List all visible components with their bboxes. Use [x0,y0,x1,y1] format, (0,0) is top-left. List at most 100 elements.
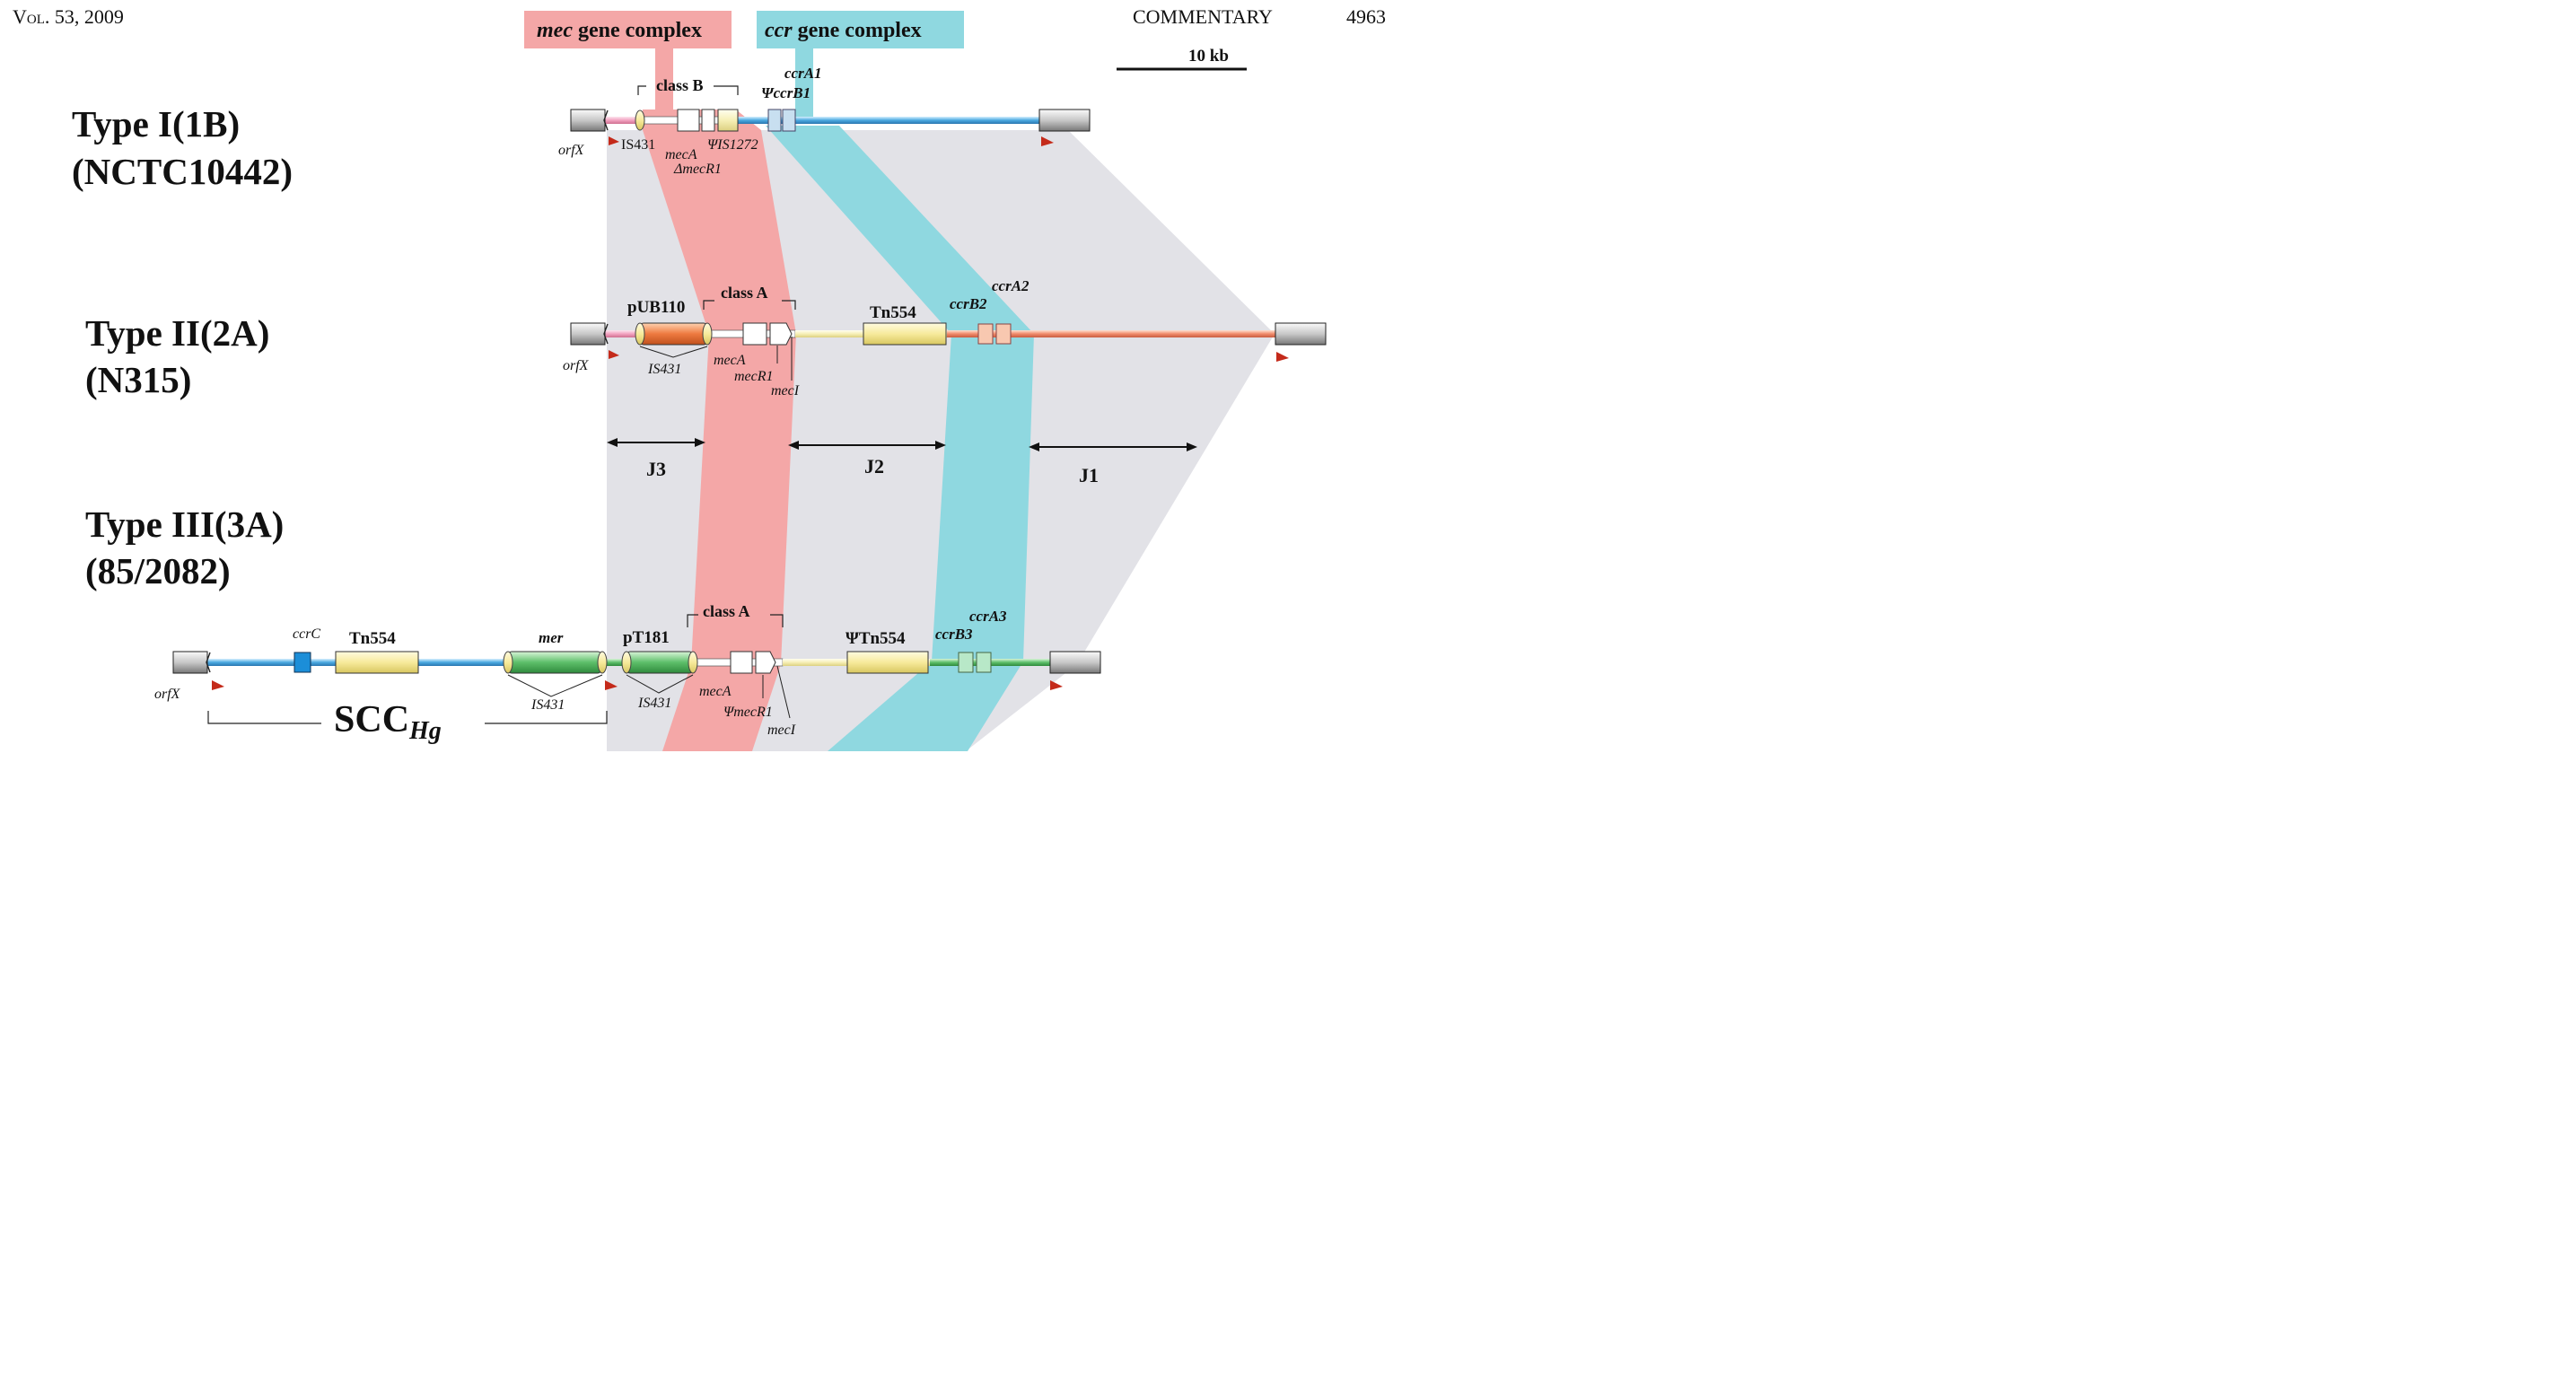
type3-is431a-label: IS431 [530,697,565,713]
type3-name: Type III(3A) [85,504,284,545]
type3-classa-bracket [687,614,784,627]
type2-meca-label: mecA [714,353,746,368]
type3-is431-a-bracket [507,674,603,697]
type2-ccrb2-gene [977,323,994,345]
type3-element [172,614,1101,724]
type2-classa-label: class A [721,284,768,302]
type3-ccra3-label: ccrA3 [969,608,1007,625]
j1-arrow-left [1029,442,1039,451]
type2-is431-bracket [639,346,708,358]
type1-right-chromosome [1038,109,1091,132]
type3-line-green-1 [600,659,626,666]
type1-name: Type I(1B) [72,103,240,145]
ccr-complex-rest: gene complex [793,19,922,42]
type2-element [570,300,1327,381]
j1-arrow-right [1187,442,1197,451]
type2-is431-label: IS431 [647,362,681,377]
type2-line-salmon [947,330,1277,337]
type2-orfx-label: orfX [563,358,590,373]
ccr-legend-box [757,11,964,48]
mec-complex-band [524,11,796,751]
journal-volume: Vol. 53, 2009 [13,5,124,28]
type3-strain: (85/2082) [85,550,231,591]
mec-band [643,109,796,751]
type1-ccr-gene-2 [782,109,796,132]
type2-ccrb2-label: ccrB2 [950,295,987,312]
type2-flag-right [1276,352,1289,362]
type2-mecr1-label: mecR1 [734,369,774,384]
type3-flag-right [1050,680,1063,690]
j1-label: J1 [1079,464,1099,486]
mec-complex-label: mec gene complex [537,19,702,42]
type2-pub110-plasmid [639,322,708,346]
ccr-complex-band [757,11,1034,751]
type3-is431-b-bracket [626,674,694,694]
type1-is431-label: IS431 [621,137,655,153]
type2-is431-left [635,322,645,346]
type1-att-left [603,109,609,131]
type3-left-chromosome [172,651,208,674]
type3-ccrb3-gene [958,652,974,673]
sccmec-diagram: Vol. 53, 2009 COMMENTARY 4963 mec gene c… [13,5,1386,751]
type1-strain: (NCTC10442) [72,151,293,192]
type3-flag-left [212,680,224,690]
j3-label: J3 [646,458,666,480]
type1-ccr-gene-1 [767,109,782,132]
type3-flag-mid [605,680,618,690]
type3-ccra3-gene [976,652,992,673]
j3-arrow-right [695,438,705,447]
type3-scchg-bracket [207,711,608,724]
type1-classb-bracket [637,85,739,95]
type3-is431-a-left [503,651,513,674]
section-title: COMMENTARY [1133,5,1273,28]
type1-line-pink [603,117,637,124]
type2-tn554-label: Tn554 [870,303,916,322]
type3-mer-label: mer [539,629,564,646]
type1-line-blue [738,117,1041,124]
type1-ccra1-label: ccrA1 [784,65,822,82]
type3-ccrc-gene [294,652,311,673]
type2-name: Type II(2A) [85,312,269,354]
type1-meca-gene [677,109,700,132]
type3-ccrb3-label: ccrB3 [935,626,973,643]
type3-mecr1-label: ΨmecR1 [723,705,773,720]
type2-strain: (N315) [85,359,191,400]
type2-meci-label: mecI [771,383,800,398]
type1-flag-left [609,136,619,145]
ccr-complex-italic: ccr [765,19,793,42]
type3-is431-b-left [621,651,632,674]
j2-arrow-right [935,441,946,450]
scchg-label: SCCHg [334,699,442,745]
scchg-sub: Hg [408,717,442,745]
type3-meci-label: mecI [767,723,796,738]
type2-tn554-text: Tn554 [870,303,916,322]
type2-classa-bracket [703,300,796,310]
type3-tn554 [335,651,419,674]
type3-meci-leader [776,665,791,719]
j3-arrow-left [607,438,618,447]
type1-left-chromosome [570,109,606,132]
type2-meca-gene [742,322,767,346]
type3-is431-b-right [688,651,698,674]
type1-is1272-gene [717,109,739,132]
type1-is1272-label: ΨIS1272 [707,137,758,153]
type3-classa-label: class A [703,602,750,620]
type2-line-pink [605,330,637,337]
type1-ccrb1-label: ΨccrB1 [761,84,810,101]
type3-is431b-label: IS431 [637,696,671,711]
type1-is431-gene [635,109,645,131]
type2-is431-right [702,322,713,346]
scchg-main: SCC [334,699,409,740]
type1-mecr1-gene [701,109,715,132]
type3-mecr1-gene [755,651,776,674]
type1-classb-label: class B [656,76,704,94]
page-number: 4963 [1346,5,1386,28]
type3-is431-a-right [597,651,608,674]
type3-mer-operon [507,651,602,674]
type3-ccrc-label: ccrC [293,626,320,642]
j2-arrow-left [788,441,799,450]
type3-tn554b-label: ΨTn554 [846,629,906,648]
mec-complex-italic: mec [537,19,573,42]
type2-right-chromosome [1275,322,1327,346]
type2-mecr1-gene [769,322,793,346]
